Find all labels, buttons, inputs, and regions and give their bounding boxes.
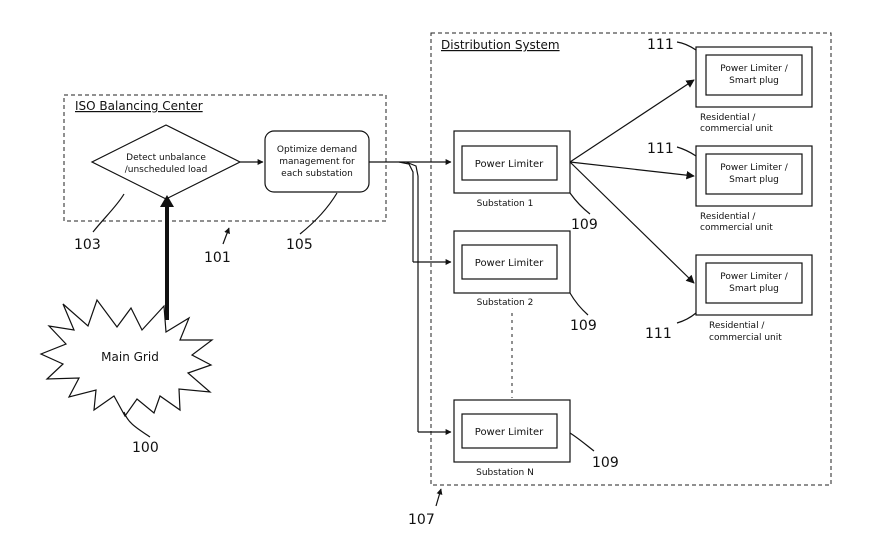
- substation-1-limiter-label: Power Limiter: [475, 159, 544, 170]
- iso-title: ISO Balancing Center: [75, 99, 203, 113]
- optimize-label-line3: each substation: [281, 169, 353, 179]
- ref-111-unit-2: 111: [647, 141, 674, 157]
- distribution-system: Distribution System Power Limiter Substa…: [430, 32, 832, 486]
- optimize-to-substations-connectors: [369, 159, 452, 435]
- ref-107: 107: [408, 512, 435, 528]
- ref-105: 105: [286, 237, 313, 253]
- arrow-to-unit-2: [569, 161, 695, 180]
- grid-to-detect-arrowhead: [160, 195, 174, 207]
- unit-2-plug-line1: Power Limiter /: [720, 163, 788, 173]
- iso-balancing-center: ISO Balancing Center Detect unbalance /u…: [63, 94, 387, 222]
- unit-1-plug-line2: Smart plug: [729, 76, 779, 86]
- substation-n-limiter-label: Power Limiter: [475, 427, 544, 438]
- ref-109-substation-n: 109: [592, 455, 619, 471]
- optimize-label-line1: Optimize demand: [277, 145, 357, 155]
- branch-trunk-a: [398, 161, 414, 262]
- ref-111-2-leader: [676, 146, 697, 157]
- ref-100-leader: [123, 411, 151, 438]
- unit-2-smart-plug: [705, 153, 803, 195]
- ref-111-1-leader: [676, 41, 697, 51]
- unit-2-label-line2: commercial unit: [700, 223, 773, 233]
- branch-trunk-b: [405, 161, 419, 432]
- reference-numerals: 100 101 103 105 107 109 109 109 111 111 …: [74, 37, 697, 528]
- substation-2-limiter-label: Power Limiter: [475, 258, 544, 269]
- ref-109-substation-2: 109: [570, 318, 597, 334]
- iso-boundary: [63, 94, 387, 222]
- ref-109-n-leader: [569, 432, 595, 452]
- substation-to-units-connectors: [569, 79, 695, 284]
- unit-3-label-line2: commercial unit: [709, 333, 782, 343]
- detect-label-line1: Detect unbalance: [126, 153, 206, 163]
- substation-2-power-limiter: [461, 244, 558, 280]
- unit-1-smart-plug: [705, 54, 803, 96]
- substation-1-power-limiter: [461, 145, 558, 181]
- ref-101-leader: [222, 227, 230, 245]
- arrow-to-unit-1: [569, 79, 695, 163]
- substation-n-name: Substation N: [476, 468, 534, 478]
- unit-3-smart-plug: [705, 262, 803, 304]
- substation-1-name: Substation 1: [477, 199, 534, 209]
- main-grid: Main Grid: [39, 298, 214, 418]
- unit-3-plug-line1: Power Limiter /: [720, 272, 788, 282]
- ref-111-unit-1: 111: [647, 37, 674, 53]
- ref-101: 101: [204, 250, 231, 266]
- ref-103-leader: [92, 193, 125, 233]
- unit-1-plug-line1: Power Limiter /: [720, 64, 788, 74]
- unit-2-plug-line2: Smart plug: [729, 175, 779, 185]
- unit-3-label-line1: Residential /: [709, 321, 765, 331]
- substation-2-name: Substation 2: [477, 298, 534, 308]
- ref-109-2-leader: [569, 292, 589, 316]
- main-grid-starburst: [39, 298, 214, 418]
- ref-103: 103: [74, 237, 101, 253]
- unit-1-label-line2: commercial unit: [700, 124, 773, 134]
- ref-109-1-leader: [569, 192, 591, 215]
- ref-111-3-leader: [676, 312, 697, 324]
- distribution-title: Distribution System: [441, 38, 560, 52]
- unit-3-plug-line2: Smart plug: [729, 284, 779, 294]
- main-grid-label: Main Grid: [101, 350, 159, 364]
- distribution-boundary: [430, 32, 832, 486]
- ref-109-substation-1: 109: [571, 217, 598, 233]
- unit-1-label-line1: Residential /: [700, 113, 756, 123]
- unit-2-label-line1: Residential /: [700, 212, 756, 222]
- optimize-label-line2: management for: [279, 157, 355, 167]
- arrow-to-unit-3: [569, 161, 695, 284]
- ref-100: 100: [132, 440, 159, 456]
- ref-107-leader: [435, 488, 443, 507]
- ref-111-unit-3: 111: [645, 326, 672, 342]
- substation-n-power-limiter: [461, 413, 558, 449]
- detect-label-line2: /unscheduled load: [125, 165, 208, 175]
- ref-105-leader: [299, 192, 338, 235]
